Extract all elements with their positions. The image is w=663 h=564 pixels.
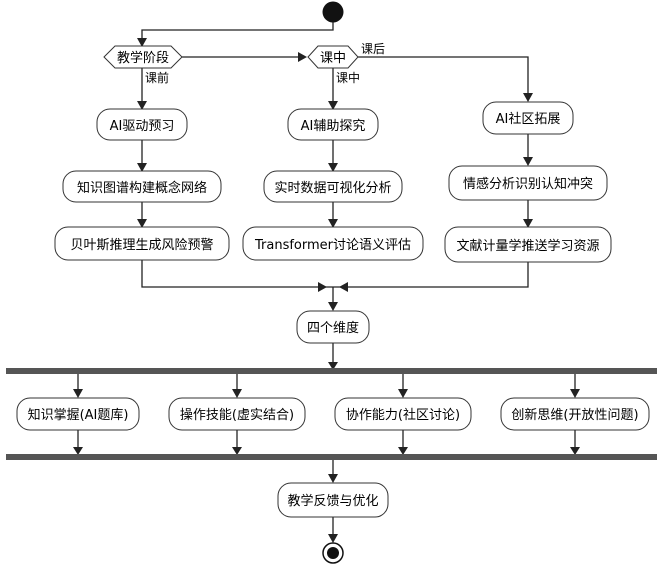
- arrowhead: [328, 534, 338, 543]
- arrowhead: [328, 101, 338, 110]
- arrowhead: [73, 447, 83, 455]
- after-class-step-2: 情感分析识别认知冲突: [448, 165, 608, 201]
- pre-class-step-3: 贝叶斯推理生成风险预警: [54, 226, 230, 261]
- arrowhead: [137, 101, 147, 110]
- decision-in-class: 课中: [307, 45, 359, 69]
- arrowhead: [137, 38, 147, 47]
- in-class-step-3: Transformer讨论语义评估: [242, 226, 424, 261]
- pre-class-step-2-label: 知识图谱构建概念网络: [77, 180, 207, 196]
- arrowhead: [73, 389, 83, 398]
- arrowhead: [523, 157, 533, 166]
- arrowhead: [398, 389, 408, 398]
- arrowhead: [137, 163, 147, 172]
- after-class-step-1-label: AI社区拓展: [496, 111, 561, 127]
- edge-merge: [141, 260, 529, 288]
- in-class-step-1-label: AI辅助探究: [301, 119, 366, 134]
- arrowhead: [328, 219, 338, 228]
- dimension-collaboration: 协作能力(社区讨论): [334, 397, 472, 431]
- pre-class-step-1-label: AI驱动预习: [110, 119, 175, 134]
- arrowhead: [523, 93, 533, 102]
- after-class-step-3: 文献计量学推送学习资源: [444, 226, 612, 263]
- arrowhead: [328, 163, 338, 172]
- decision-in-class-label: 课中: [320, 51, 346, 66]
- pre-class-step-3-label: 贝叶斯推理生成风险预警: [70, 237, 213, 253]
- in-class-step-2-label: 实时数据可视化分析: [274, 181, 391, 196]
- arrowhead: [318, 282, 327, 292]
- arrowhead: [328, 302, 338, 311]
- after-class-step-2-label: 情感分析识别认知冲突: [463, 176, 593, 192]
- after-class-step-3-label: 文献计量学推送学习资源: [456, 238, 599, 254]
- dimension-skills-label: 操作技能(虚实结合): [180, 407, 294, 423]
- four-dimensions-label: 四个维度: [307, 320, 359, 336]
- dimension-collaboration-label: 协作能力(社区讨论): [346, 407, 460, 423]
- start-node: [322, 1, 344, 23]
- after-class-step-1: AI社区拓展: [482, 101, 574, 135]
- dimension-knowledge: 知识掌握(AI题库): [16, 397, 140, 431]
- feedback-node: 教学反馈与优化: [277, 482, 389, 518]
- edge-label-pre-class: 课前: [145, 70, 169, 85]
- edge-start-to-stage: [141, 22, 334, 42]
- arrowhead: [398, 447, 408, 455]
- edge-label-after-class: 课后: [361, 42, 385, 56]
- arrowhead: [328, 474, 338, 483]
- edge-afterclass: [358, 56, 529, 96]
- dimension-innovation: 创新思维(开放性问题): [500, 397, 650, 431]
- in-class-step-2: 实时数据可视化分析: [263, 170, 403, 203]
- arrowhead: [328, 362, 338, 370]
- arrowhead: [339, 282, 348, 292]
- pre-class-step-1: AI驱动预习: [96, 108, 188, 141]
- arrowhead: [232, 447, 242, 455]
- arrowhead: [523, 219, 533, 228]
- pre-class-step-2: 知识图谱构建概念网络: [62, 170, 222, 203]
- fork-bar: [6, 368, 657, 374]
- arrowhead: [570, 389, 580, 398]
- in-class-step-3-label: Transformer讨论语义评估: [254, 238, 411, 253]
- arrowhead: [232, 389, 242, 398]
- decision-teaching-stage: 教学阶段: [103, 45, 183, 69]
- arrowhead: [137, 219, 147, 228]
- edges: [73, 22, 580, 543]
- arrowhead: [298, 52, 307, 62]
- dimension-knowledge-label: 知识掌握(AI题库): [28, 407, 129, 423]
- edge-label-in-class: 课中: [336, 70, 360, 85]
- dimension-skills: 操作技能(虚实结合): [168, 397, 306, 431]
- decision-teaching-stage-label: 教学阶段: [117, 50, 169, 66]
- dimension-innovation-label: 创新思维(开放性问题): [511, 407, 638, 423]
- arrowhead: [570, 447, 580, 455]
- four-dimensions-node: 四个维度: [296, 310, 370, 344]
- feedback-label: 教学反馈与优化: [287, 493, 378, 509]
- end-node: [322, 542, 344, 564]
- join-bar: [6, 454, 657, 460]
- in-class-step-1: AI辅助探究: [287, 108, 379, 141]
